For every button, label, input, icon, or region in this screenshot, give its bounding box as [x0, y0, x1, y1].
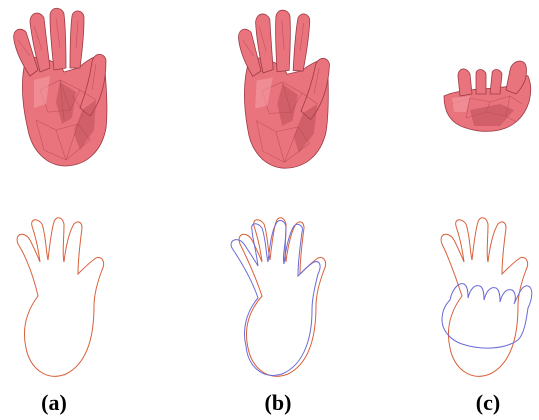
- panel-c-finger-3: [490, 70, 502, 95]
- panel-a-finger-4: [70, 11, 84, 68]
- panel-c-hand-mesh: [444, 61, 531, 131]
- panel-a-hand-mesh: [14, 8, 107, 166]
- panel-b-model-contour: [239, 218, 326, 377]
- panel-b-label: (b): [238, 391, 318, 415]
- panel-c-finger-1: [458, 69, 472, 96]
- panel-b-hand-mesh: [232, 8, 333, 170]
- panel-a-finger-3: [50, 8, 66, 70]
- panel-c-observed-contour: [442, 284, 532, 348]
- panel-a-model-contour: [17, 218, 104, 377]
- panel-c-label: (c): [448, 391, 528, 415]
- panel-b-observed-contour: [231, 221, 320, 376]
- panel-b-finger-4: [293, 14, 310, 72]
- panel-c-finger-2: [476, 70, 486, 95]
- panel-a-label: (a): [14, 391, 94, 415]
